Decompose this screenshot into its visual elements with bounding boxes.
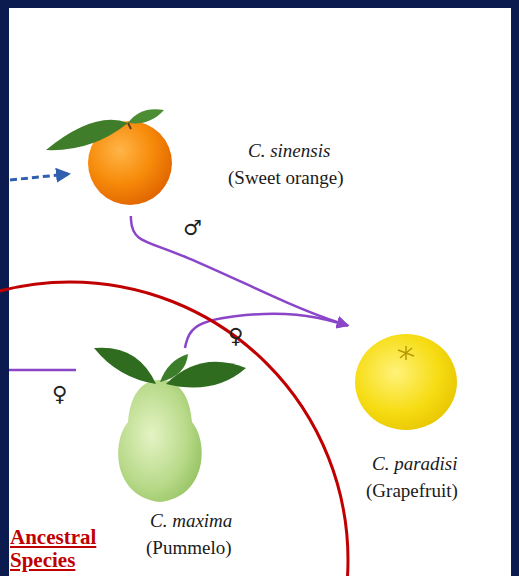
sex-symbol: ♂ xyxy=(183,218,202,239)
grapefruit-fruit xyxy=(355,334,457,430)
common-name: (Grapefruit) xyxy=(366,480,458,502)
sex-symbol: ♀ xyxy=(228,326,243,347)
orange-fruit xyxy=(46,109,172,205)
species-node: C. maxima (Pummelo) xyxy=(95,348,260,563)
pummelo-fruit xyxy=(94,348,246,502)
ancestral-region: Ancestral Species C. maxima (Pummelo) xyxy=(0,280,350,576)
species-name: C. maxima xyxy=(150,510,232,532)
species-node: C. sinensis (Sweet orange) xyxy=(80,108,348,216)
cross-arrow xyxy=(131,216,348,326)
dashed-arrow xyxy=(10,174,68,180)
region-heading: Ancestral Species xyxy=(10,526,120,572)
sex-symbol: ♀ xyxy=(52,384,67,405)
species-name: C. paradisi xyxy=(372,453,458,475)
common-name: (Sweet orange) xyxy=(228,167,344,189)
species-name: C. sinensis xyxy=(248,140,330,162)
common-name: (Pummelo) xyxy=(146,537,232,559)
species-node: C. paradisi (Grapefruit) xyxy=(348,318,478,506)
panel xyxy=(9,8,511,576)
cross-line xyxy=(9,369,76,372)
